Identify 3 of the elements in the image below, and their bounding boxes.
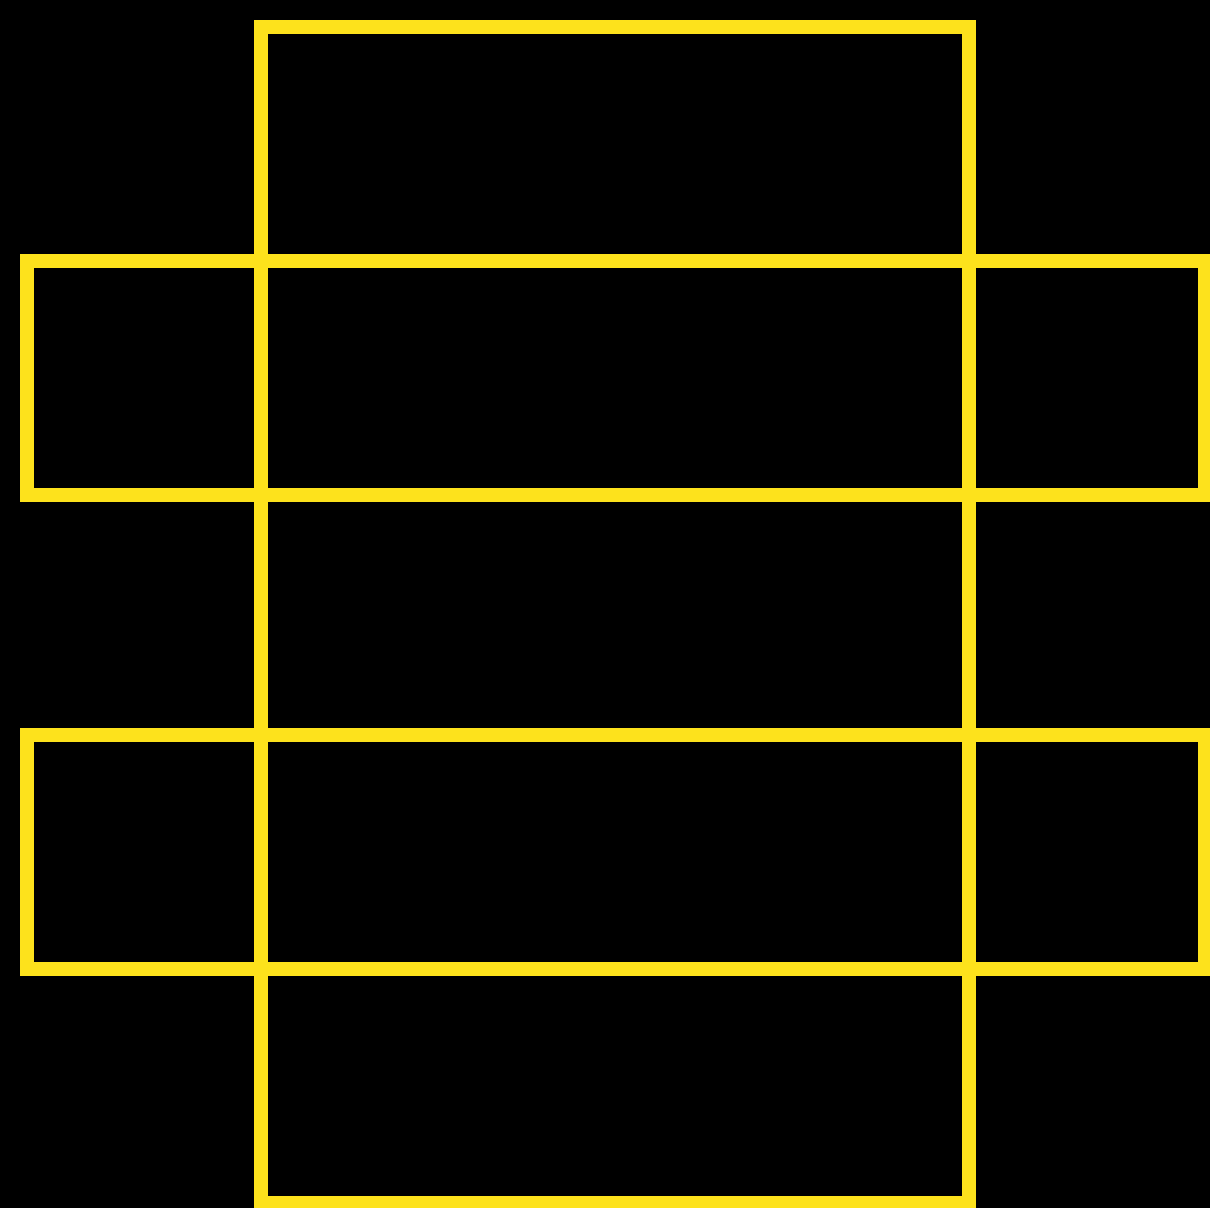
net-face-rectangle [20,728,1210,976]
net-face-rectangle [20,254,1210,502]
net-face-rectangle [254,20,976,1208]
